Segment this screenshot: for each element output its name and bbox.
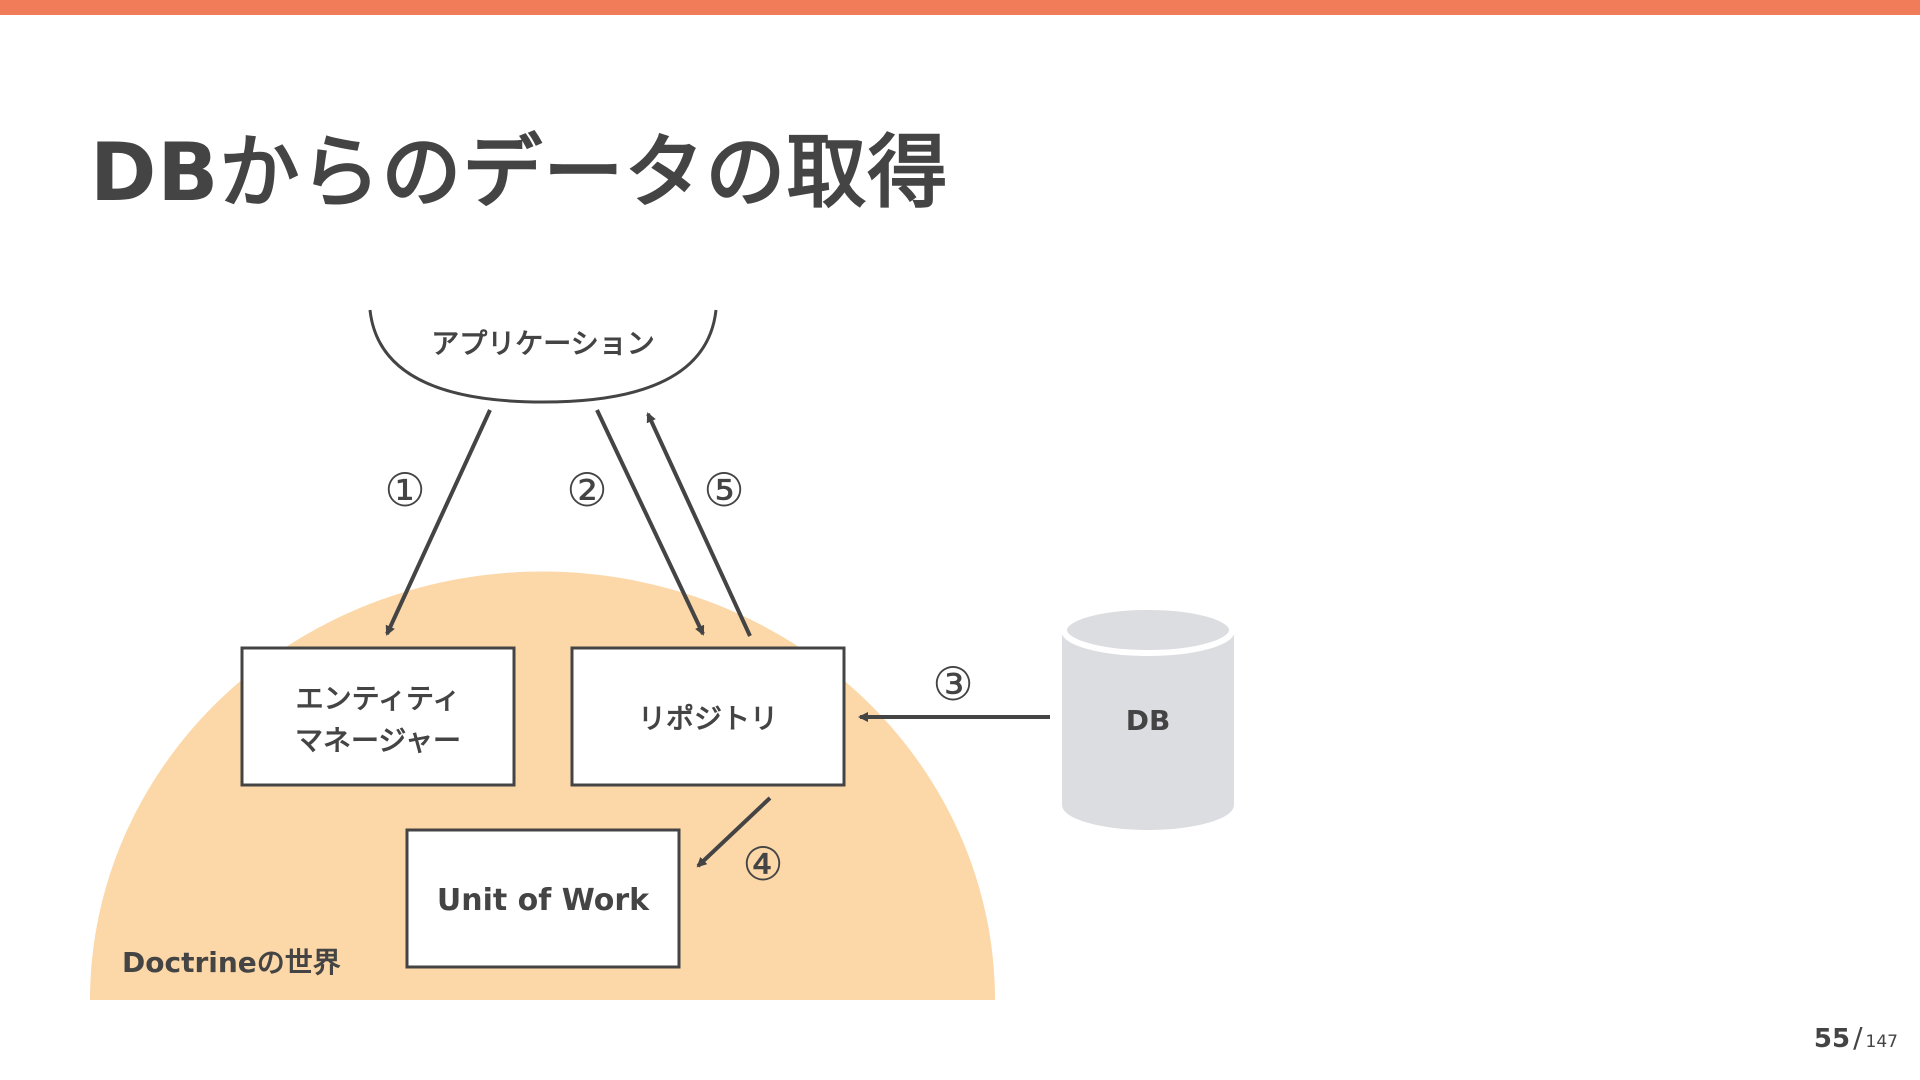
page-separator: / (1853, 1021, 1863, 1054)
arrow-repository-to-unit-of-work (696, 796, 772, 868)
slide-title: DBからのデータの取得 (90, 126, 949, 219)
db-label: DB (1126, 704, 1171, 737)
step-4-label: ④ (742, 837, 783, 891)
application-label: アプリケーション (431, 327, 654, 360)
repository-label: リポジトリ (638, 702, 778, 735)
unit-of-work-box (405, 828, 681, 969)
step-5-label: ⑤ (703, 463, 744, 517)
arrow-app-to-entity-manager (385, 409, 492, 636)
entity-manager-label-line2: マネージャー (295, 724, 461, 757)
page-total: 147 (1865, 1032, 1898, 1052)
step-3-label: ③ (932, 657, 973, 711)
page-number: 55/147 (1814, 1021, 1898, 1054)
arrow-app-to-repository (595, 409, 705, 636)
unit-of-work-label: Unit of Work (437, 883, 650, 918)
step-2-label: ② (566, 463, 607, 517)
application-shape (368, 309, 718, 404)
repository-box (570, 646, 846, 787)
arrow-repository-to-app (646, 412, 752, 637)
page-current: 55 (1813, 1024, 1851, 1054)
db-cylinder (1061, 604, 1235, 830)
entity-manager-label-line1: エンティティ (296, 682, 461, 715)
step-1-label: ① (384, 463, 425, 517)
entity-manager-box (240, 646, 516, 787)
doctrine-world-label: Doctrineの世界 (122, 946, 341, 979)
top-accent-bar (0, 0, 1920, 15)
